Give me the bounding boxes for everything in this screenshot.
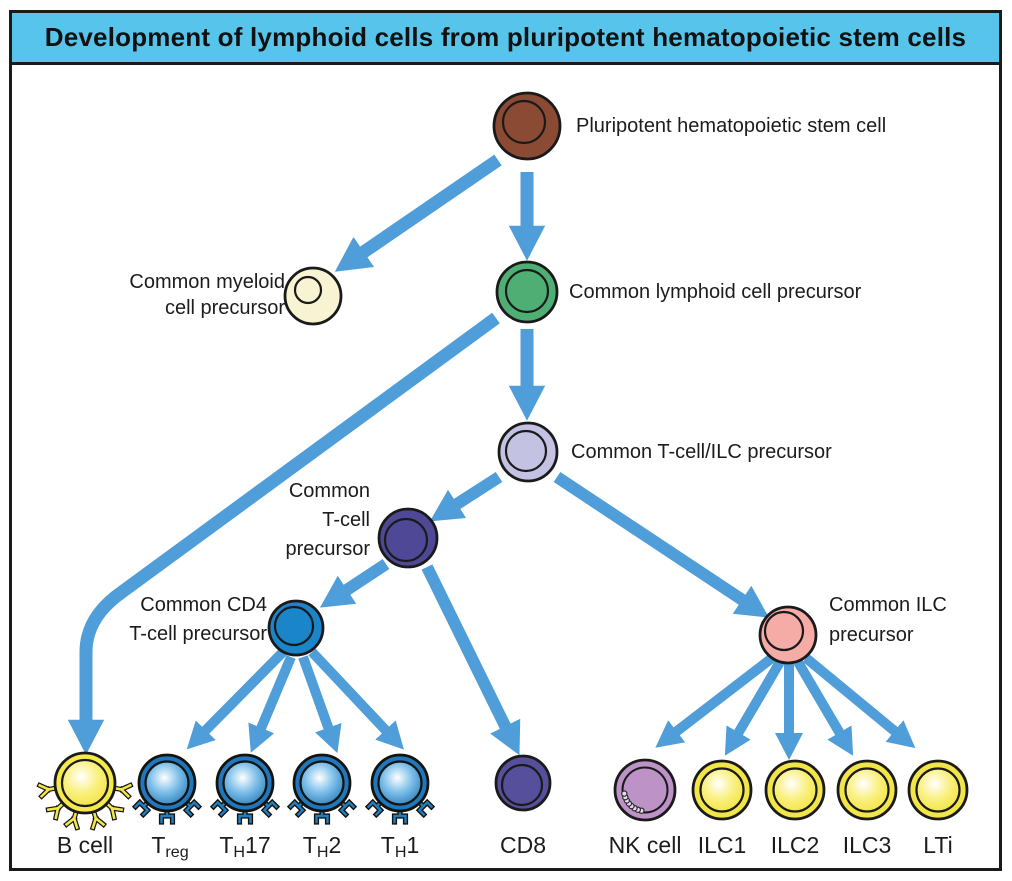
ilc2-cell-node	[764, 759, 826, 821]
arrow-tcell-to-cd4	[319, 558, 390, 608]
figure-title-bar: Development of lymphoid cells from pluri…	[12, 13, 999, 65]
lti-label: LTi	[923, 832, 953, 858]
b-cell-node	[36, 751, 134, 831]
cd4-precursor-node	[267, 599, 325, 657]
th17-cell-node	[209, 753, 281, 825]
ilc2-label: ILC2	[770, 832, 820, 858]
arrow-cd4-to-th17	[248, 655, 296, 753]
ilc3-label: ILC3	[842, 832, 892, 858]
nk-cell-node	[613, 758, 677, 822]
arrow-stem-to-myeloid	[334, 154, 502, 272]
arrow-lymphoid-to-b-cell	[67, 312, 500, 755]
arrow-ilc-to-lti	[802, 654, 916, 749]
ilc1-cell-node	[691, 759, 753, 821]
arrow-tcell-to-cd8	[421, 564, 521, 756]
th1-cell-node	[364, 753, 436, 825]
lymphoid-precursor-node	[495, 260, 559, 324]
th17-label: TH17	[219, 832, 271, 861]
lymphoid-precursor-label: Common lymphoid cell precursor	[569, 281, 862, 303]
arrow-cd4-to-treg	[186, 648, 287, 750]
cd8-cell-node	[494, 754, 552, 812]
nk-cell-label: NK cell	[608, 832, 682, 858]
tcell-ilc-precursor-node	[497, 421, 559, 483]
myeloid-precursor-label: Common myeloid cell precursor	[129, 271, 285, 319]
nk-granules	[621, 790, 645, 814]
arrow-ilc-to-ilc3	[793, 659, 854, 756]
tcell-ilc-precursor-label: Common T-cell/ILC precursor	[571, 441, 832, 463]
ilc-precursor-label: Common ILC precursor	[829, 594, 947, 646]
arrow-cd4-to-th2	[298, 655, 342, 754]
treg-cell-node	[131, 753, 203, 825]
cd8-label: CD8	[499, 832, 547, 858]
lti-cell-node	[907, 759, 969, 821]
arrow-tcell-ilc-to-tcell	[429, 471, 503, 522]
tcell-precursor-node	[377, 507, 439, 569]
myeloid-precursor-node	[283, 266, 343, 326]
th1-label: TH1	[380, 832, 420, 861]
ilc1-label: ILC1	[697, 832, 747, 858]
stem-cell-node	[492, 91, 562, 161]
ilc-precursor-node	[758, 605, 818, 665]
th2-cell-node	[286, 753, 358, 825]
arrow-cd4-to-th1	[308, 648, 404, 750]
treg-label: Treg	[151, 832, 189, 861]
ilc3-cell-node	[836, 759, 898, 821]
cd4-precursor-label: Common CD4 T-cell precursor	[129, 594, 267, 645]
th2-label: TH2	[302, 832, 342, 861]
arrow-tcell-ilc-to-ilc	[553, 471, 770, 618]
arrows	[67, 154, 916, 760]
b-cell-label: B cell	[56, 832, 114, 858]
stem-cell-label: Pluripotent hematopoietic stem cell	[576, 115, 887, 137]
arrow-ilc-to-ilc1	[724, 659, 785, 756]
figure-title: Development of lymphoid cells from pluri…	[44, 22, 967, 52]
tcell-precursor-label: Common T-cell precursor	[285, 480, 370, 560]
arrow-ilc-to-nk	[655, 654, 776, 748]
